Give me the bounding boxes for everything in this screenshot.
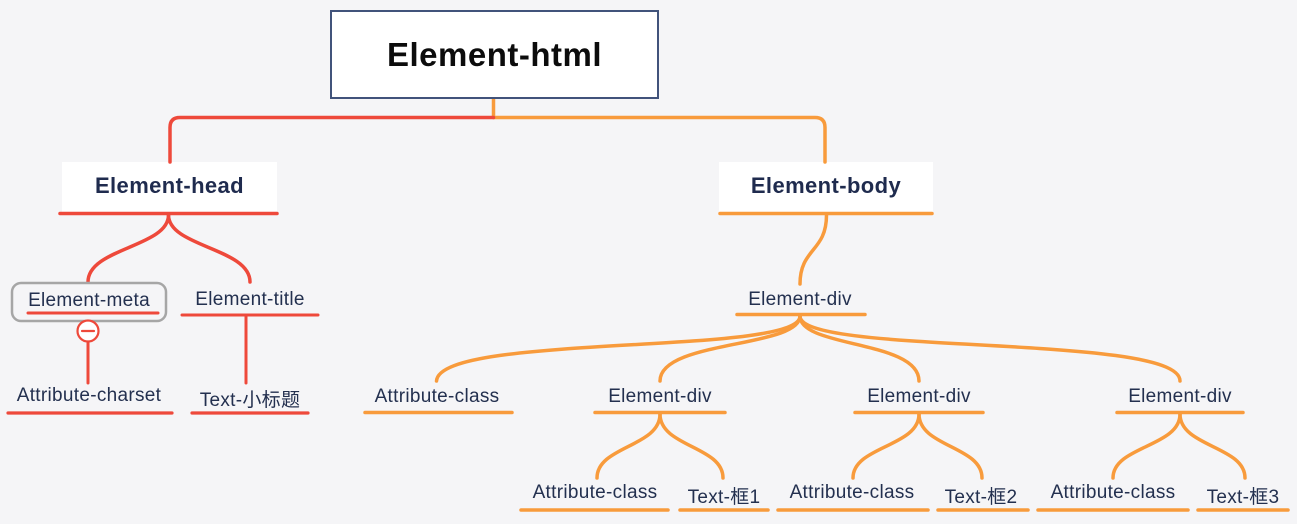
collapse-button[interactable] <box>76 319 100 343</box>
node-attribute-class-div3[interactable]: Attribute-class <box>1050 482 1176 503</box>
node-element-body-label: Element-body <box>750 173 902 198</box>
node-element-body[interactable]: Element-body <box>719 162 933 210</box>
node-attribute-class-div2[interactable]: Attribute-class <box>789 482 915 503</box>
node-attribute-class-div1[interactable]: Attribute-class <box>532 482 658 503</box>
node-text-box2[interactable]: Text-框2 <box>944 487 1018 508</box>
body-branch-lines <box>363 97 1290 512</box>
head-branch-lines <box>6 115 496 415</box>
node-element-div-body[interactable]: Element-div <box>748 289 852 310</box>
head-node-background <box>62 162 277 213</box>
body-node-background <box>719 162 933 213</box>
node-element-meta[interactable]: Element-meta <box>28 290 150 311</box>
node-text-subtitle[interactable]: Text-小标题 <box>199 390 301 411</box>
node-text-box3[interactable]: Text-框3 <box>1206 487 1280 508</box>
node-element-div-1[interactable]: Element-div <box>608 386 712 407</box>
node-element-div-2[interactable]: Element-div <box>867 386 971 407</box>
node-element-head[interactable]: Element-head <box>62 162 277 210</box>
node-attribute-class-1[interactable]: Attribute-class <box>374 386 500 407</box>
node-element-div-3[interactable]: Element-div <box>1128 386 1232 407</box>
node-element-html[interactable]: Element-html <box>330 10 659 99</box>
node-element-html-label: Element-html <box>386 35 603 73</box>
node-attribute-charset[interactable]: Attribute-charset <box>16 385 162 406</box>
node-element-title[interactable]: Element-title <box>195 289 305 310</box>
node-element-head-label: Element-head <box>94 173 245 198</box>
node-text-box1[interactable]: Text-框1 <box>687 487 761 508</box>
